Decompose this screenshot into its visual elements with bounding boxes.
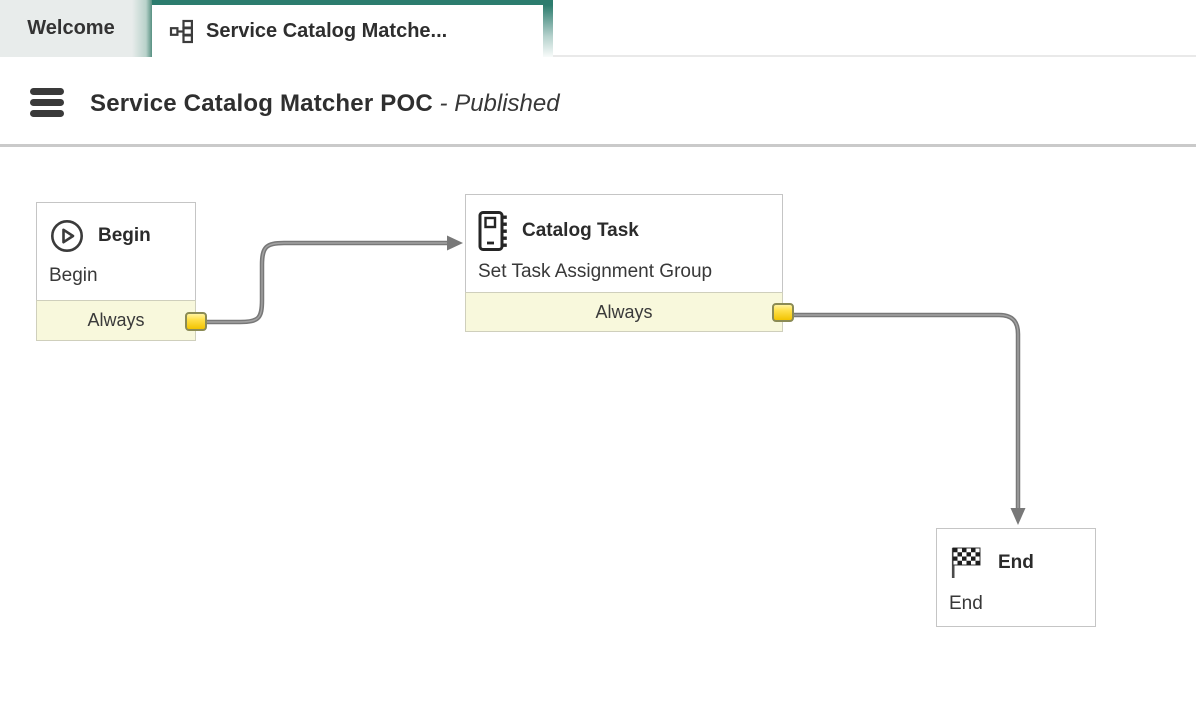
tab-welcome[interactable]: Welcome — [0, 0, 152, 57]
node-begin-subtitle: Begin — [49, 265, 98, 286]
page-title: Service Catalog Matcher POC - Published — [90, 90, 560, 118]
node-begin-transition-always[interactable]: Always — [36, 300, 196, 341]
workflow-status: - Published — [439, 90, 560, 117]
node-catalog-task-title: Catalog Task — [522, 220, 639, 241]
workflow-name: Service Catalog Matcher POC — [90, 90, 433, 117]
connector-lines — [203, 235, 1026, 525]
tab-service-catalog-matcher[interactable]: Service Catalog Matche... — [152, 0, 553, 62]
node-catalog-task-transition-always[interactable]: Always — [465, 292, 783, 332]
node-begin-connector-port[interactable] — [185, 312, 207, 331]
workflow-icon — [169, 18, 196, 45]
tab-bar: Welcome Service Catalog Matche... — [0, 0, 1196, 62]
tab-bar-bottom-line — [553, 55, 1196, 57]
transition-label: Always — [87, 310, 145, 330]
play-icon — [49, 218, 85, 254]
hamburger-menu-icon[interactable] — [30, 88, 64, 118]
node-catalog-task-subtitle: Set Task Assignment Group — [478, 261, 713, 282]
workflow-canvas[interactable]: Begin Begin Always — [0, 147, 1196, 720]
catalog-book-icon — [478, 210, 509, 252]
transition-label: Always — [595, 301, 653, 322]
node-catalog-task-connector-port[interactable] — [772, 303, 794, 322]
node-end-body: End End — [937, 529, 1095, 615]
connection-begin-to-catalog-task[interactable] — [203, 235, 463, 325]
checkered-flag-icon — [949, 545, 985, 581]
tab-welcome-label: Welcome — [27, 17, 115, 39]
node-catalog-task-body: Catalog Task Set Task Assignment Group — [466, 195, 782, 293]
node-begin-body: Begin Begin — [37, 203, 195, 301]
header-divider — [0, 144, 1196, 147]
node-end-subtitle: End — [949, 593, 983, 614]
tab-active-label: Service Catalog Matche... — [206, 19, 448, 42]
node-end[interactable]: End End — [936, 528, 1096, 627]
connection-catalog-task-to-end[interactable] — [790, 312, 1026, 525]
node-catalog-task[interactable]: Catalog Task Set Task Assignment Group A… — [465, 194, 794, 332]
node-end-title: End — [998, 552, 1034, 573]
node-begin-title: Begin — [98, 225, 151, 246]
node-begin[interactable]: Begin Begin Always — [36, 202, 207, 341]
workflow-header: Service Catalog Matcher POC - Published — [0, 57, 1196, 144]
